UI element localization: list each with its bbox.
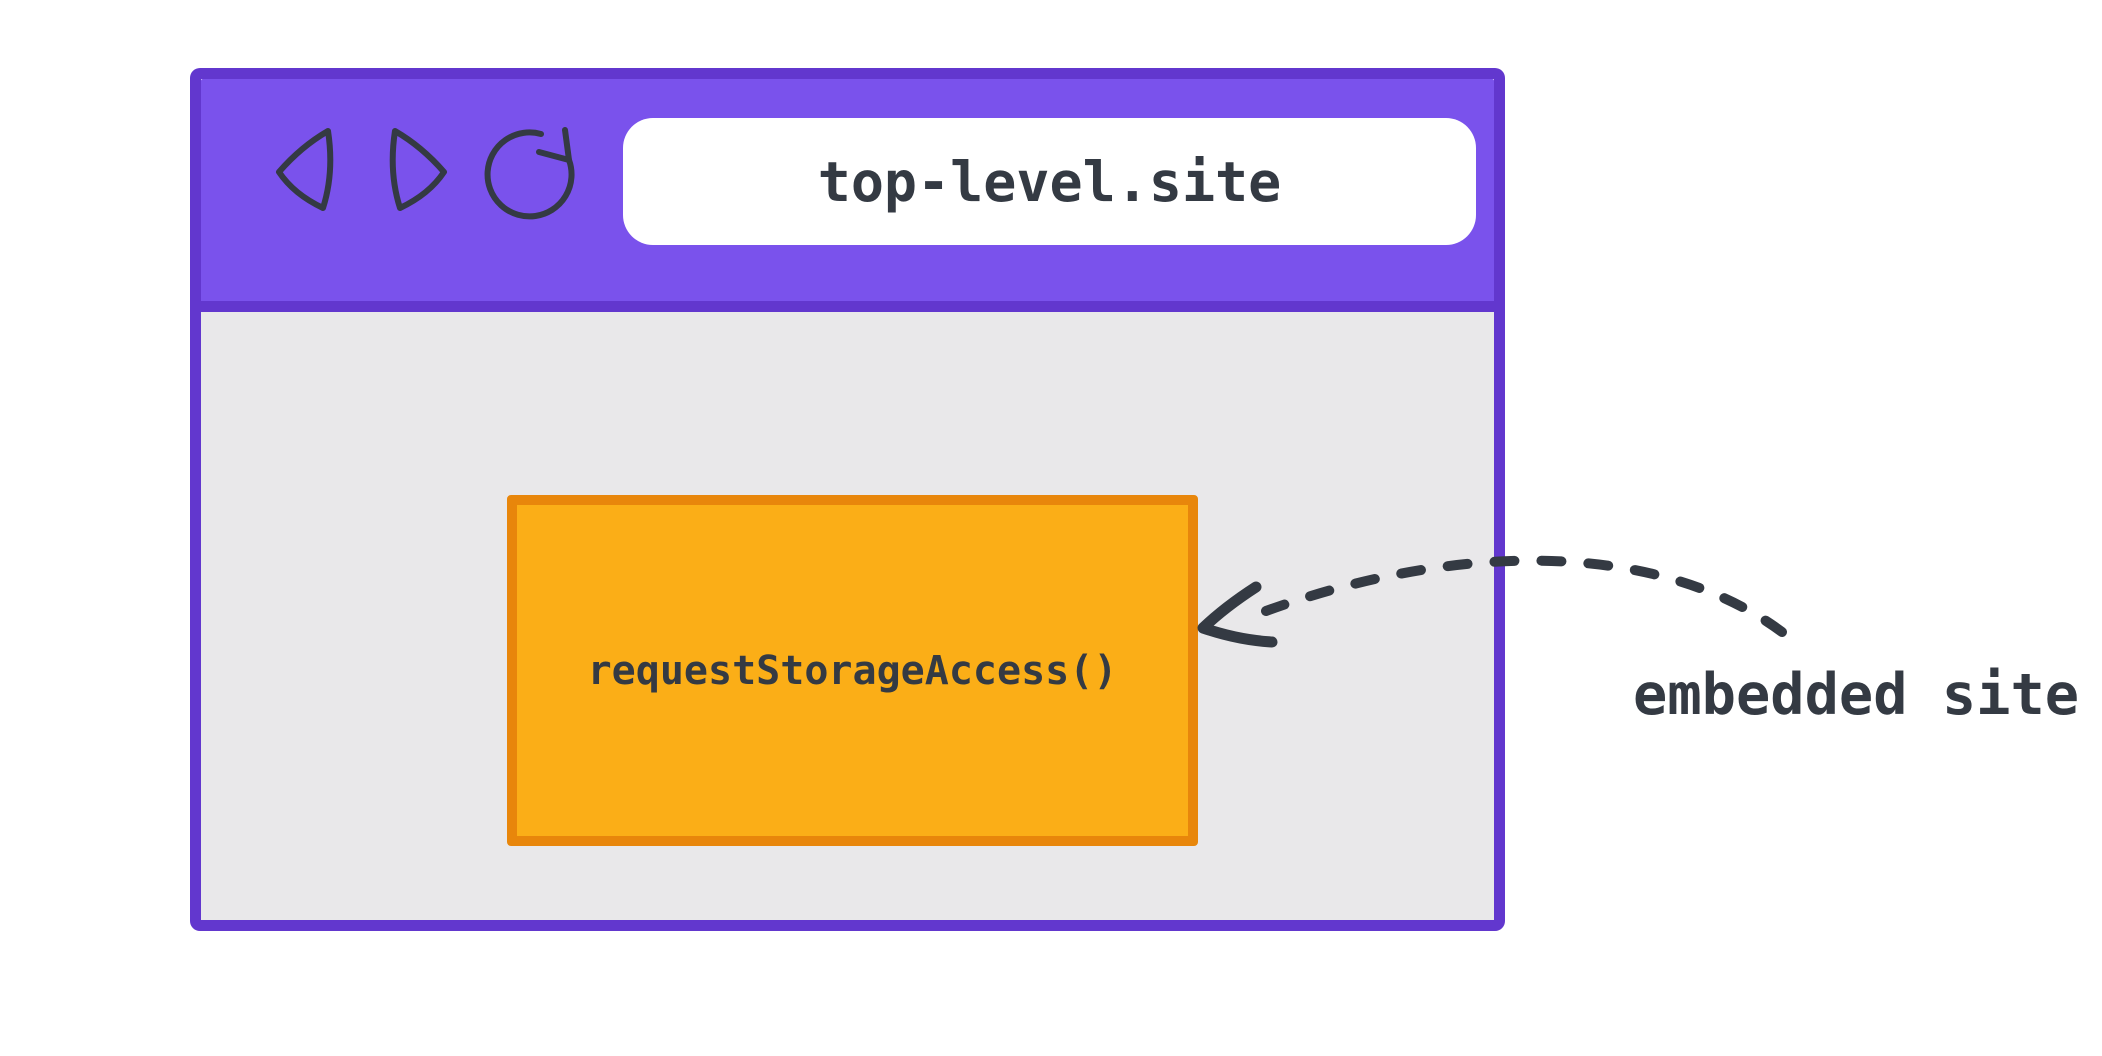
browser-viewport: requestStorageAccess() <box>201 312 1494 920</box>
forward-icon[interactable] <box>386 126 448 216</box>
request-storage-access-label: requestStorageAccess() <box>587 647 1118 694</box>
embedded-site-label: embedded site <box>1633 662 2080 728</box>
url-bar[interactable]: top-level.site <box>623 118 1476 245</box>
back-icon[interactable] <box>275 126 337 216</box>
browser-toolbar: top-level.site <box>201 79 1494 312</box>
url-text: top-level.site <box>817 149 1282 214</box>
browser-window: top-level.site requestStorageAccess() <box>190 68 1505 931</box>
reload-icon[interactable] <box>481 119 581 223</box>
embedded-iframe-box[interactable]: requestStorageAccess() <box>507 495 1198 846</box>
